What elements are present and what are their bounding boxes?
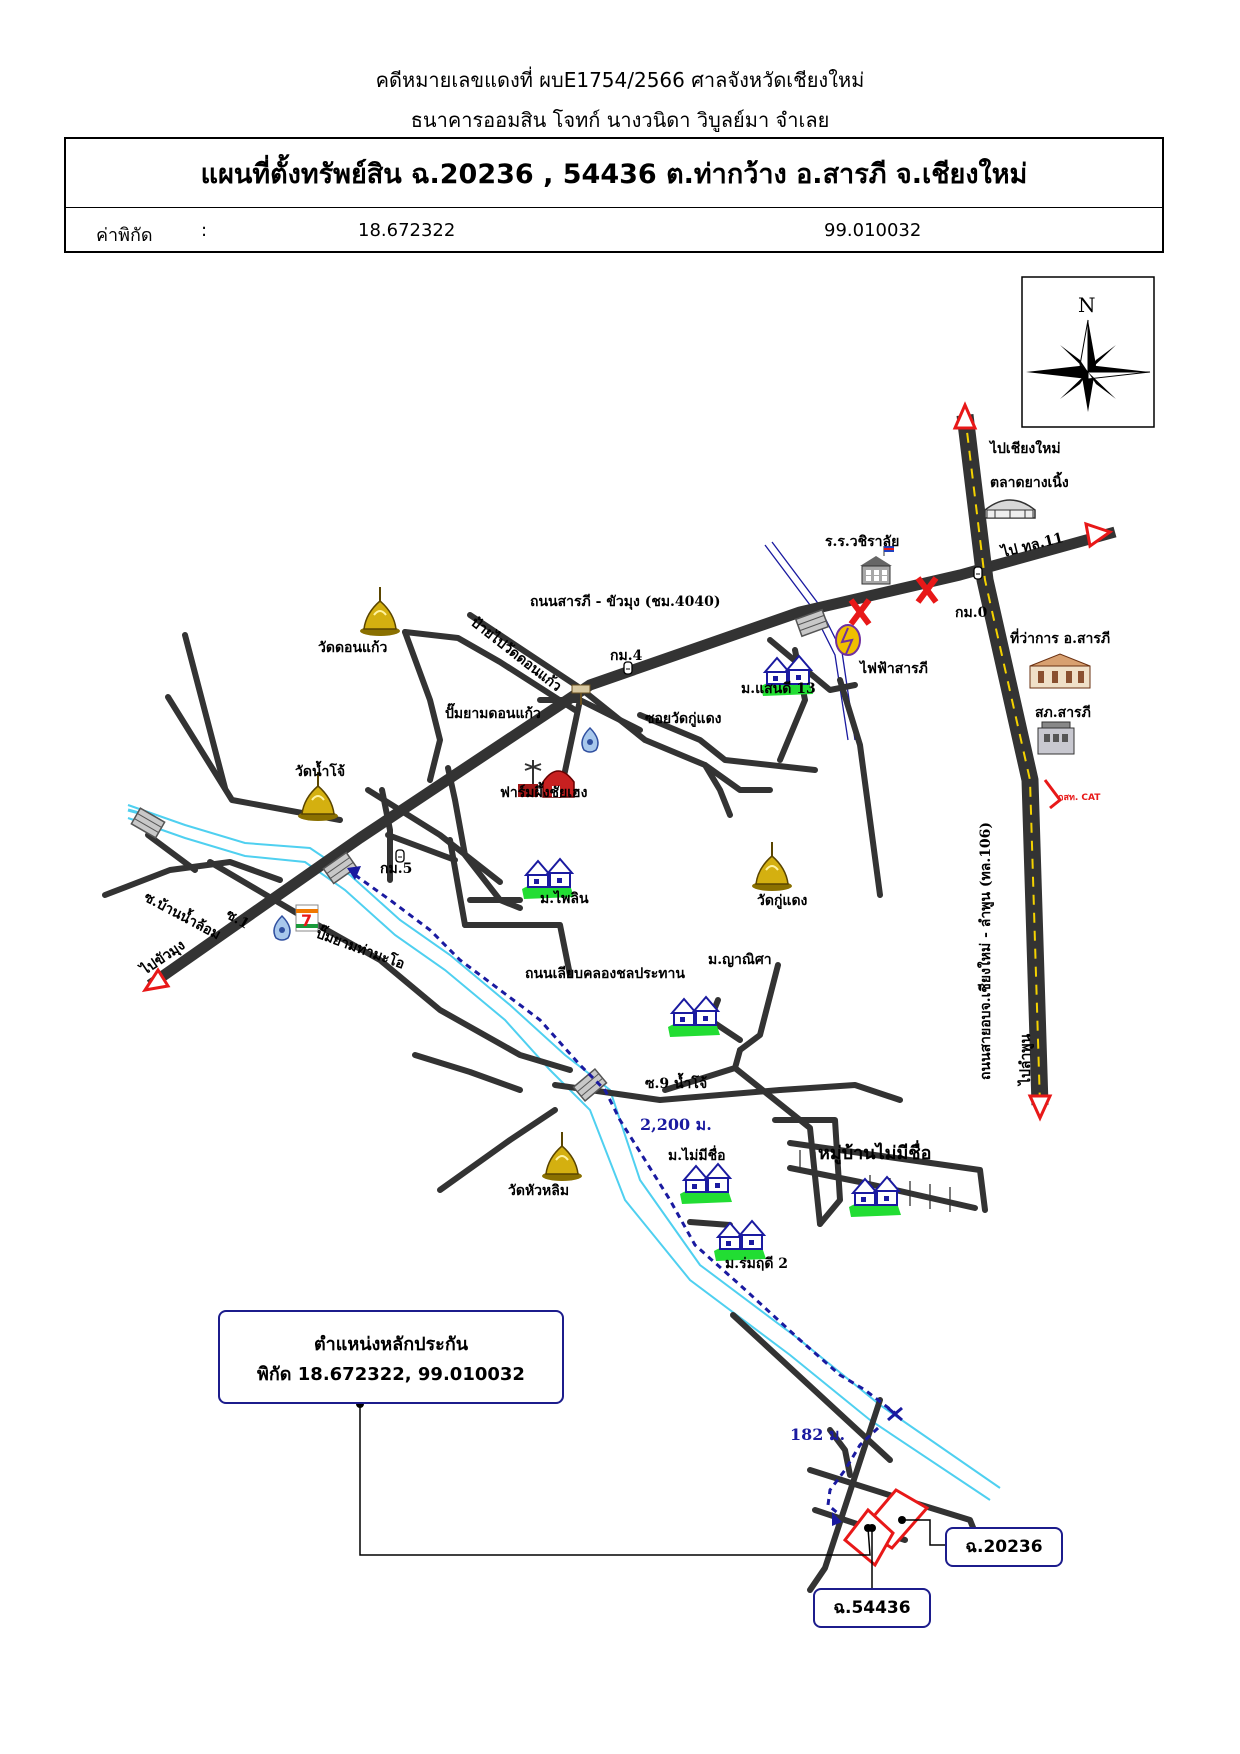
village-icon <box>679 1163 733 1205</box>
cat-telecom-logo-icon: กสท. CAT <box>1043 779 1101 810</box>
north-arrow-compass-icon: N <box>1021 276 1155 428</box>
seven-eleven-icon: 7 <box>295 904 319 932</box>
label-phailin: ม.ไพลิน <box>540 889 589 907</box>
label-highway-106: ถนนสายอบจ.เชียงใหม่ - ลำพูน (ทล.106) <box>976 822 994 1080</box>
parties-header: ธนาคารออมสิน โจทก์ นางวนิดา วิบูลย์มา จำ… <box>410 108 830 132</box>
label-village-no-name: หมู่บ้านไม่มีชื่อ <box>818 1140 931 1165</box>
village-icon <box>667 996 721 1038</box>
label-canal-road: ถนนเลียบคลองชลประทาน <box>525 966 685 982</box>
collateral-title: ตำแหน่งหลักประกัน <box>313 1334 469 1355</box>
svg-text:กสท. CAT: กสท. CAT <box>1058 793 1101 803</box>
label-district-office: ที่ว่าการ อ.สารภี <box>1010 628 1110 647</box>
arrow-to-hw11-icon <box>1084 521 1114 549</box>
label-soi-ban-namlom: ซ.บ้านน้ำล้อม <box>141 886 225 943</box>
gas-station-icon <box>581 727 599 753</box>
school-icon <box>860 546 894 585</box>
label-soi-9: ซ.9 น้ำโจ้ <box>645 1072 707 1092</box>
label-to-lamphun: ไปลำพูน <box>1016 1033 1034 1087</box>
arrow-to-chiangmai-icon <box>952 401 978 430</box>
route-end-marker-icon <box>832 1512 842 1526</box>
arrow-to-lamphun-icon <box>1027 1094 1053 1122</box>
coordinate-label: ค่าพิกัด <box>96 225 153 246</box>
label-saendee: ม.แสนดี 13 <box>741 681 816 697</box>
label-soi-kudaeng: ซอยวัดกู่แดง <box>645 711 722 727</box>
deed-54436-label: ฉ.54436 <box>813 1588 931 1628</box>
label-km5: กม.5 <box>380 861 412 877</box>
gas-station-icon <box>273 915 291 941</box>
temple-icon <box>751 841 793 892</box>
police-station-icon <box>1037 721 1075 755</box>
label-police: สภ.สารภี <box>1035 705 1091 721</box>
label-school: ร.ร.วชิราลัย <box>825 534 899 550</box>
coordinate-separator: : <box>201 220 208 241</box>
label-wat-hualim: วัดหัวหลิม <box>508 1183 569 1199</box>
label-km4: กม.4 <box>610 648 643 664</box>
label-no-name: ม.ไม่มีชื่อ <box>668 1145 726 1164</box>
label-gas-donkaew: ปั๊มยามดอนแก้ว <box>445 702 541 722</box>
label-electric: ไฟฟ้าสารภี <box>858 659 928 677</box>
title-box: แผนที่ตั้งทรัพย์สิน ฉ.20236 , 54436 ต.ท่… <box>64 137 1164 253</box>
route-start-marker-icon <box>347 866 361 880</box>
map-title: แผนที่ตั้งทรัพย์สิน ฉ.20236 , 54436 ต.ท่… <box>66 139 1162 208</box>
svg-text:7: 7 <box>301 911 312 930</box>
label-distance-182: 182 ม. <box>790 1425 845 1444</box>
minor-roads <box>102 612 988 1593</box>
label-yanisa: ม.ญาณิศา <box>708 952 772 968</box>
case-header: คดีหมายเลขแดงที่ ผบE1754/2566 ศาลจังหวัด… <box>375 68 865 92</box>
label-km0: กม.0 <box>955 605 988 621</box>
temple-icon <box>359 586 401 637</box>
route-cross-marker-icon <box>887 1406 903 1422</box>
km0-post-icon <box>973 566 983 580</box>
label-gas-thamao: ปั๊มยามท่ามะโอ <box>314 922 408 973</box>
highway-106 <box>956 413 1049 1106</box>
district-office-icon <box>1029 653 1091 689</box>
deed-20236-label: ฉ.20236 <box>945 1527 1063 1567</box>
bee-farm-icon <box>518 760 575 798</box>
label-wat-namjo: วัดน้ำโจ้ <box>295 760 345 780</box>
arrow-to-khuamung-icon <box>141 967 171 993</box>
stream <box>764 541 856 741</box>
electric-authority-icon <box>835 624 861 656</box>
longitude-value: 99.010032 <box>824 220 922 241</box>
label-romrudee: ม.ร่มฤดี 2 <box>725 1256 788 1272</box>
collateral-coords: พิกัด 18.672322, 99.010032 <box>257 1364 525 1385</box>
market-icon <box>984 499 1036 519</box>
label-distance-2200: 2,200 ม. <box>640 1115 712 1134</box>
signpost-icon <box>571 684 591 705</box>
label-to-chiangmai: ไปเชียงใหม่ <box>988 439 1061 457</box>
latitude-value: 18.672322 <box>358 220 456 241</box>
label-bee-farm: ฟาร์มผึ้งชัยเฮง <box>500 781 588 801</box>
label-market: ตลาดยางเนิ้ง <box>990 471 1069 491</box>
collateral-box: ตำแหน่งหลักประกัน พิกัด 18.672322, 99.01… <box>218 1310 564 1404</box>
route-path <box>354 873 896 1517</box>
svg-text:N: N <box>1078 293 1096 317</box>
temple-icon <box>541 1131 583 1182</box>
crossing-marker-icon <box>848 576 939 626</box>
coordinate-row: ค่าพิกัด : 18.672322 99.010032 <box>66 208 1162 254</box>
label-wat-kudaeng: วัดกู่แดง <box>757 893 808 909</box>
label-wat-donkaew: วัดดอนแก้ว <box>318 640 388 656</box>
label-main-road: ถนนสารภี - ขัวมุง (ชม.4040) <box>530 594 721 610</box>
